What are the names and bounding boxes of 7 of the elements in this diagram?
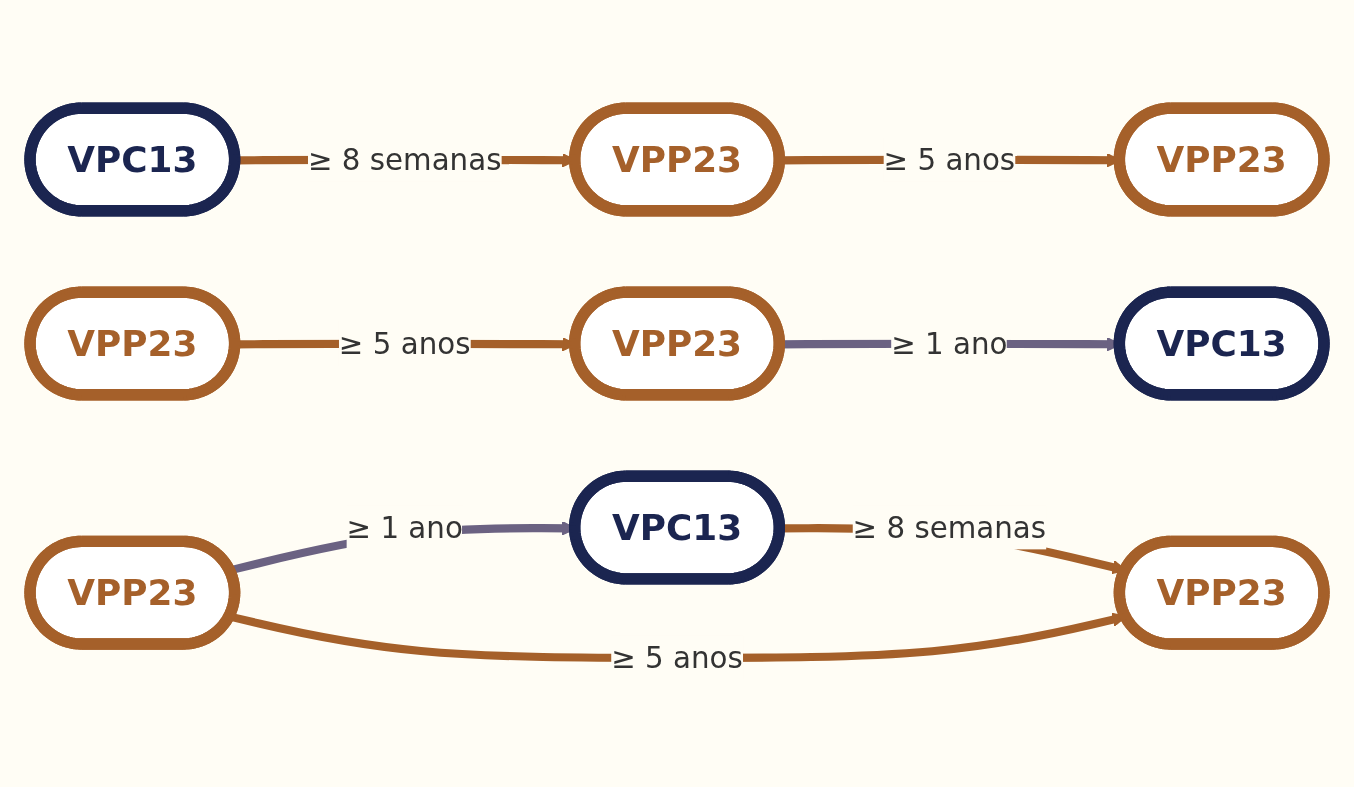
edge-label: ≥ 5 anos xyxy=(883,141,1016,177)
edge-label: ≥ 8 semanas xyxy=(307,141,502,177)
edge-label: ≥ 5 anos xyxy=(611,640,743,675)
edge-label: ≥ 5 anos xyxy=(338,325,471,361)
edge-label: ≥ 1 ano xyxy=(346,509,463,545)
edge-label: ≥ 8 semanas xyxy=(852,509,1047,545)
edge-label: ≥ 1 ano xyxy=(891,325,1008,361)
